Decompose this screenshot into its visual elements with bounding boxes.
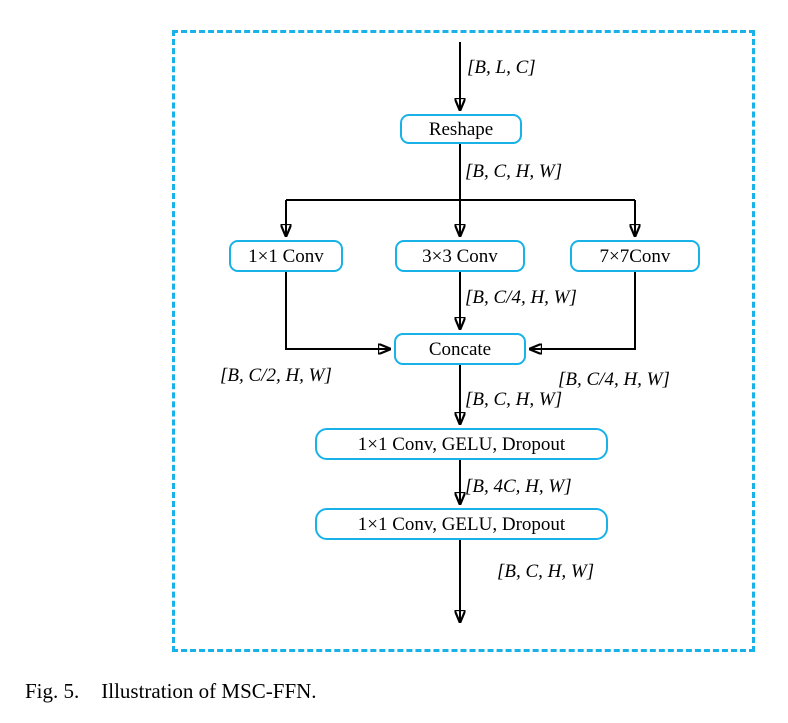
tensor-label-after-conv3: [B, C/4, H, W]: [465, 287, 577, 308]
figure-caption-number: Fig. 5.: [25, 679, 80, 703]
tensor-label-after-reshape: [B, C, H, W]: [465, 161, 563, 182]
figure-caption-text: Illustration of MSC-FFN.: [101, 679, 317, 703]
tensor-label-after-concate: [B, C, H, W]: [465, 389, 563, 410]
tensor-label-after-ffn1: [B, 4C, H, W]: [465, 476, 572, 497]
tensor-label-input: [B, L, C]: [467, 57, 536, 78]
node-reshape: Reshape: [400, 114, 522, 144]
node-conv-7x7: 7×7Conv: [570, 240, 700, 272]
tensor-label-left-branch: [B, C/2, H, W]: [220, 365, 332, 386]
node-concate: Concate: [394, 333, 526, 365]
node-ffn-layer-2: 1×1 Conv, GELU, Dropout: [315, 508, 608, 540]
tensor-label-right-branch: [B, C/4, H, W]: [558, 369, 670, 390]
node-conv-3x3: 3×3 Conv: [395, 240, 525, 272]
node-ffn-layer-1: 1×1 Conv, GELU, Dropout: [315, 428, 608, 460]
node-conv-1x1: 1×1 Conv: [229, 240, 343, 272]
diagram-dashed-border: [172, 30, 755, 652]
figure-caption: Fig. 5. Illustration of MSC-FFN.: [25, 679, 317, 704]
tensor-label-output: [B, C, H, W]: [497, 561, 595, 582]
